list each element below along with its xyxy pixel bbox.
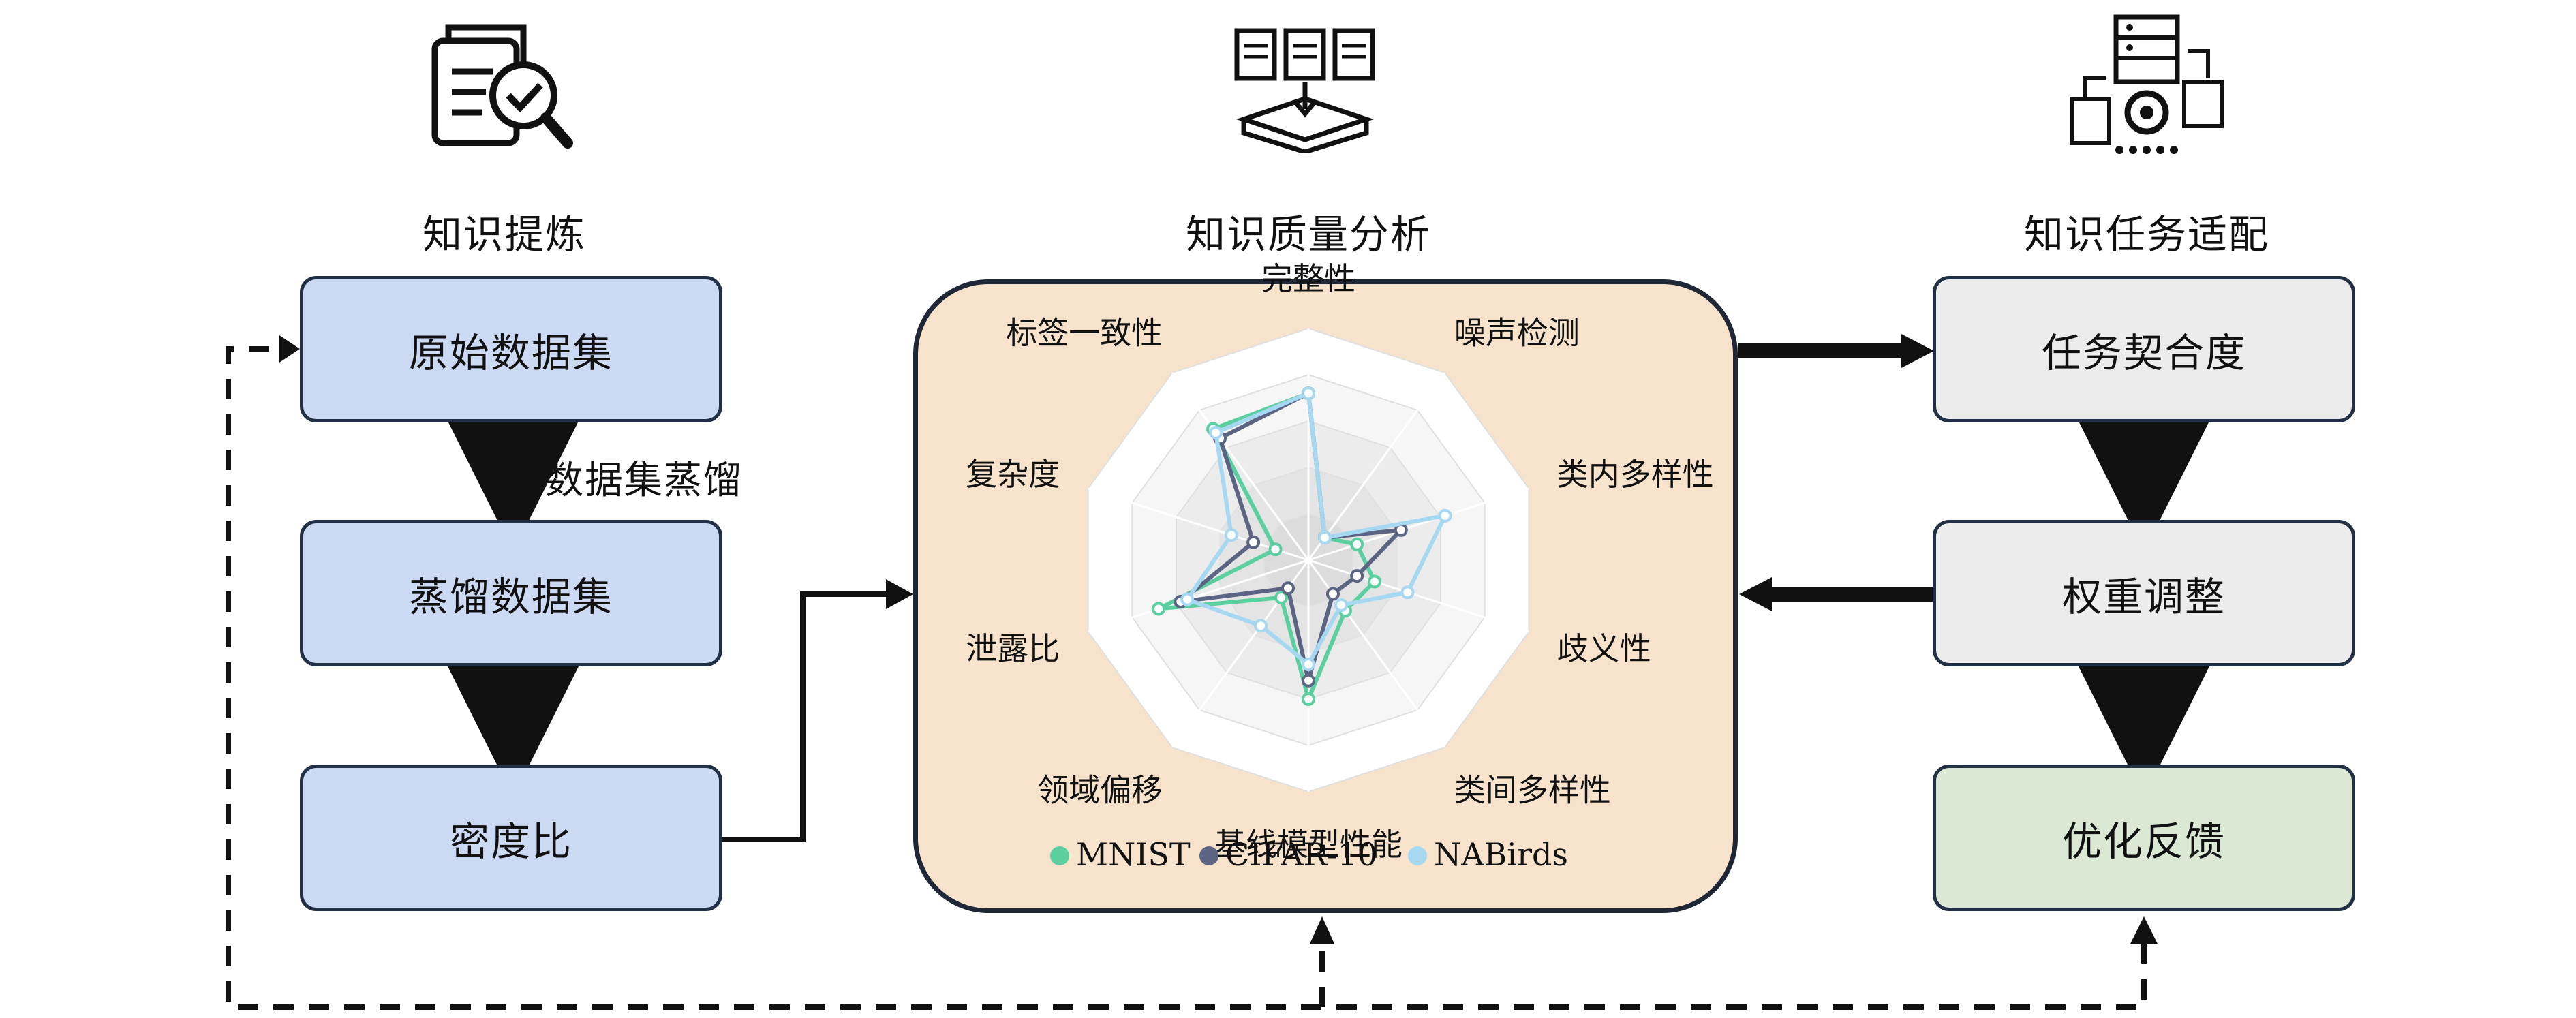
arrow-density-to-panel: [721, 591, 893, 842]
legend-label: CIFAR-10: [1225, 836, 1377, 873]
legend-label: NABirds: [1434, 836, 1568, 873]
weight-adjust-box: 权重调整: [1933, 520, 2355, 666]
feedback-loop-dashed: [226, 346, 2147, 1010]
documents-into-box-icon: [1234, 28, 1375, 153]
task-fit-box: 任务契合度: [1933, 276, 2355, 422]
radar-point: [1254, 619, 1268, 633]
radar-point: [1180, 592, 1195, 606]
radar-axis-label: 噪声检测: [1454, 314, 1580, 351]
weight-adjust-label: 权重调整: [2061, 573, 2226, 620]
radar-point: [1302, 658, 1315, 671]
radar-point: [1302, 386, 1315, 401]
document-search-check-icon: [431, 24, 573, 149]
density-ratio-label: 密度比: [449, 818, 572, 865]
radar-point: [1334, 598, 1348, 613]
radar-axis-label: 类内多样性: [1557, 456, 1714, 493]
radar-point: [1302, 673, 1315, 688]
left-column-title: 知识提炼: [422, 211, 587, 258]
radar-point: [1350, 569, 1364, 583]
radar-axis-label: 类间多样性: [1454, 772, 1611, 809]
radar-axis-label: 复杂度: [966, 456, 1060, 493]
middle-column-title: 知识质量分析: [1185, 211, 1432, 258]
distilled-dataset-label: 蒸馏数据集: [408, 573, 613, 620]
legend-swatch: [1408, 846, 1427, 865]
server-gear-process-icon: [2070, 14, 2224, 154]
radar-point: [1368, 574, 1382, 589]
radar-point: [1209, 425, 1223, 439]
radar-point: [1152, 602, 1166, 616]
raw-dataset-box: 原始数据集: [300, 276, 722, 422]
raw-dataset-label: 原始数据集: [408, 329, 613, 376]
optimization-feedback-label: 优化反馈: [2061, 818, 2226, 865]
radar-point: [1246, 535, 1261, 549]
legend-swatch: [1050, 846, 1069, 865]
radar-point: [1302, 692, 1315, 706]
legend-label: MNIST: [1076, 836, 1191, 873]
radar-spoke: [1308, 559, 1529, 633]
radar-axis-label: 基线模型性能: [1214, 826, 1402, 863]
radar-point: [1274, 591, 1289, 605]
radar-axis-label: 标签一致性: [1006, 314, 1163, 351]
dataset-distillation-label: 数据集蒸馏: [545, 459, 743, 503]
radar-spoke: [1308, 487, 1529, 561]
right-column-title: 知识任务适配: [2023, 211, 2270, 258]
radar-spoke: [1171, 372, 1310, 561]
optimization-feedback-box: 优化反馈: [1933, 765, 2355, 911]
radar-point: [1281, 581, 1295, 596]
radar-point: [1438, 508, 1452, 523]
density-ratio-box: 密度比: [300, 765, 722, 911]
radar-point: [1268, 542, 1283, 557]
radar-point: [1317, 530, 1332, 544]
radar-point: [1325, 587, 1340, 601]
radar-spoke: [1088, 559, 1309, 633]
radar-axis-label: 泄露比: [966, 630, 1060, 667]
radar-point: [1224, 528, 1238, 542]
radar-axis-label: 歧义性: [1557, 630, 1651, 667]
radar-point: [1400, 585, 1415, 600]
legend-swatch: [1199, 846, 1218, 865]
radar-axis-label: 完整性: [1261, 260, 1355, 297]
radar-axis-label: 领域偏移: [1037, 772, 1163, 809]
radar-point: [1350, 537, 1364, 551]
distilled-dataset-box: 蒸馏数据集: [300, 520, 722, 666]
radar-spoke: [1307, 372, 1446, 561]
task-fit-label: 任务契合度: [2041, 329, 2246, 376]
